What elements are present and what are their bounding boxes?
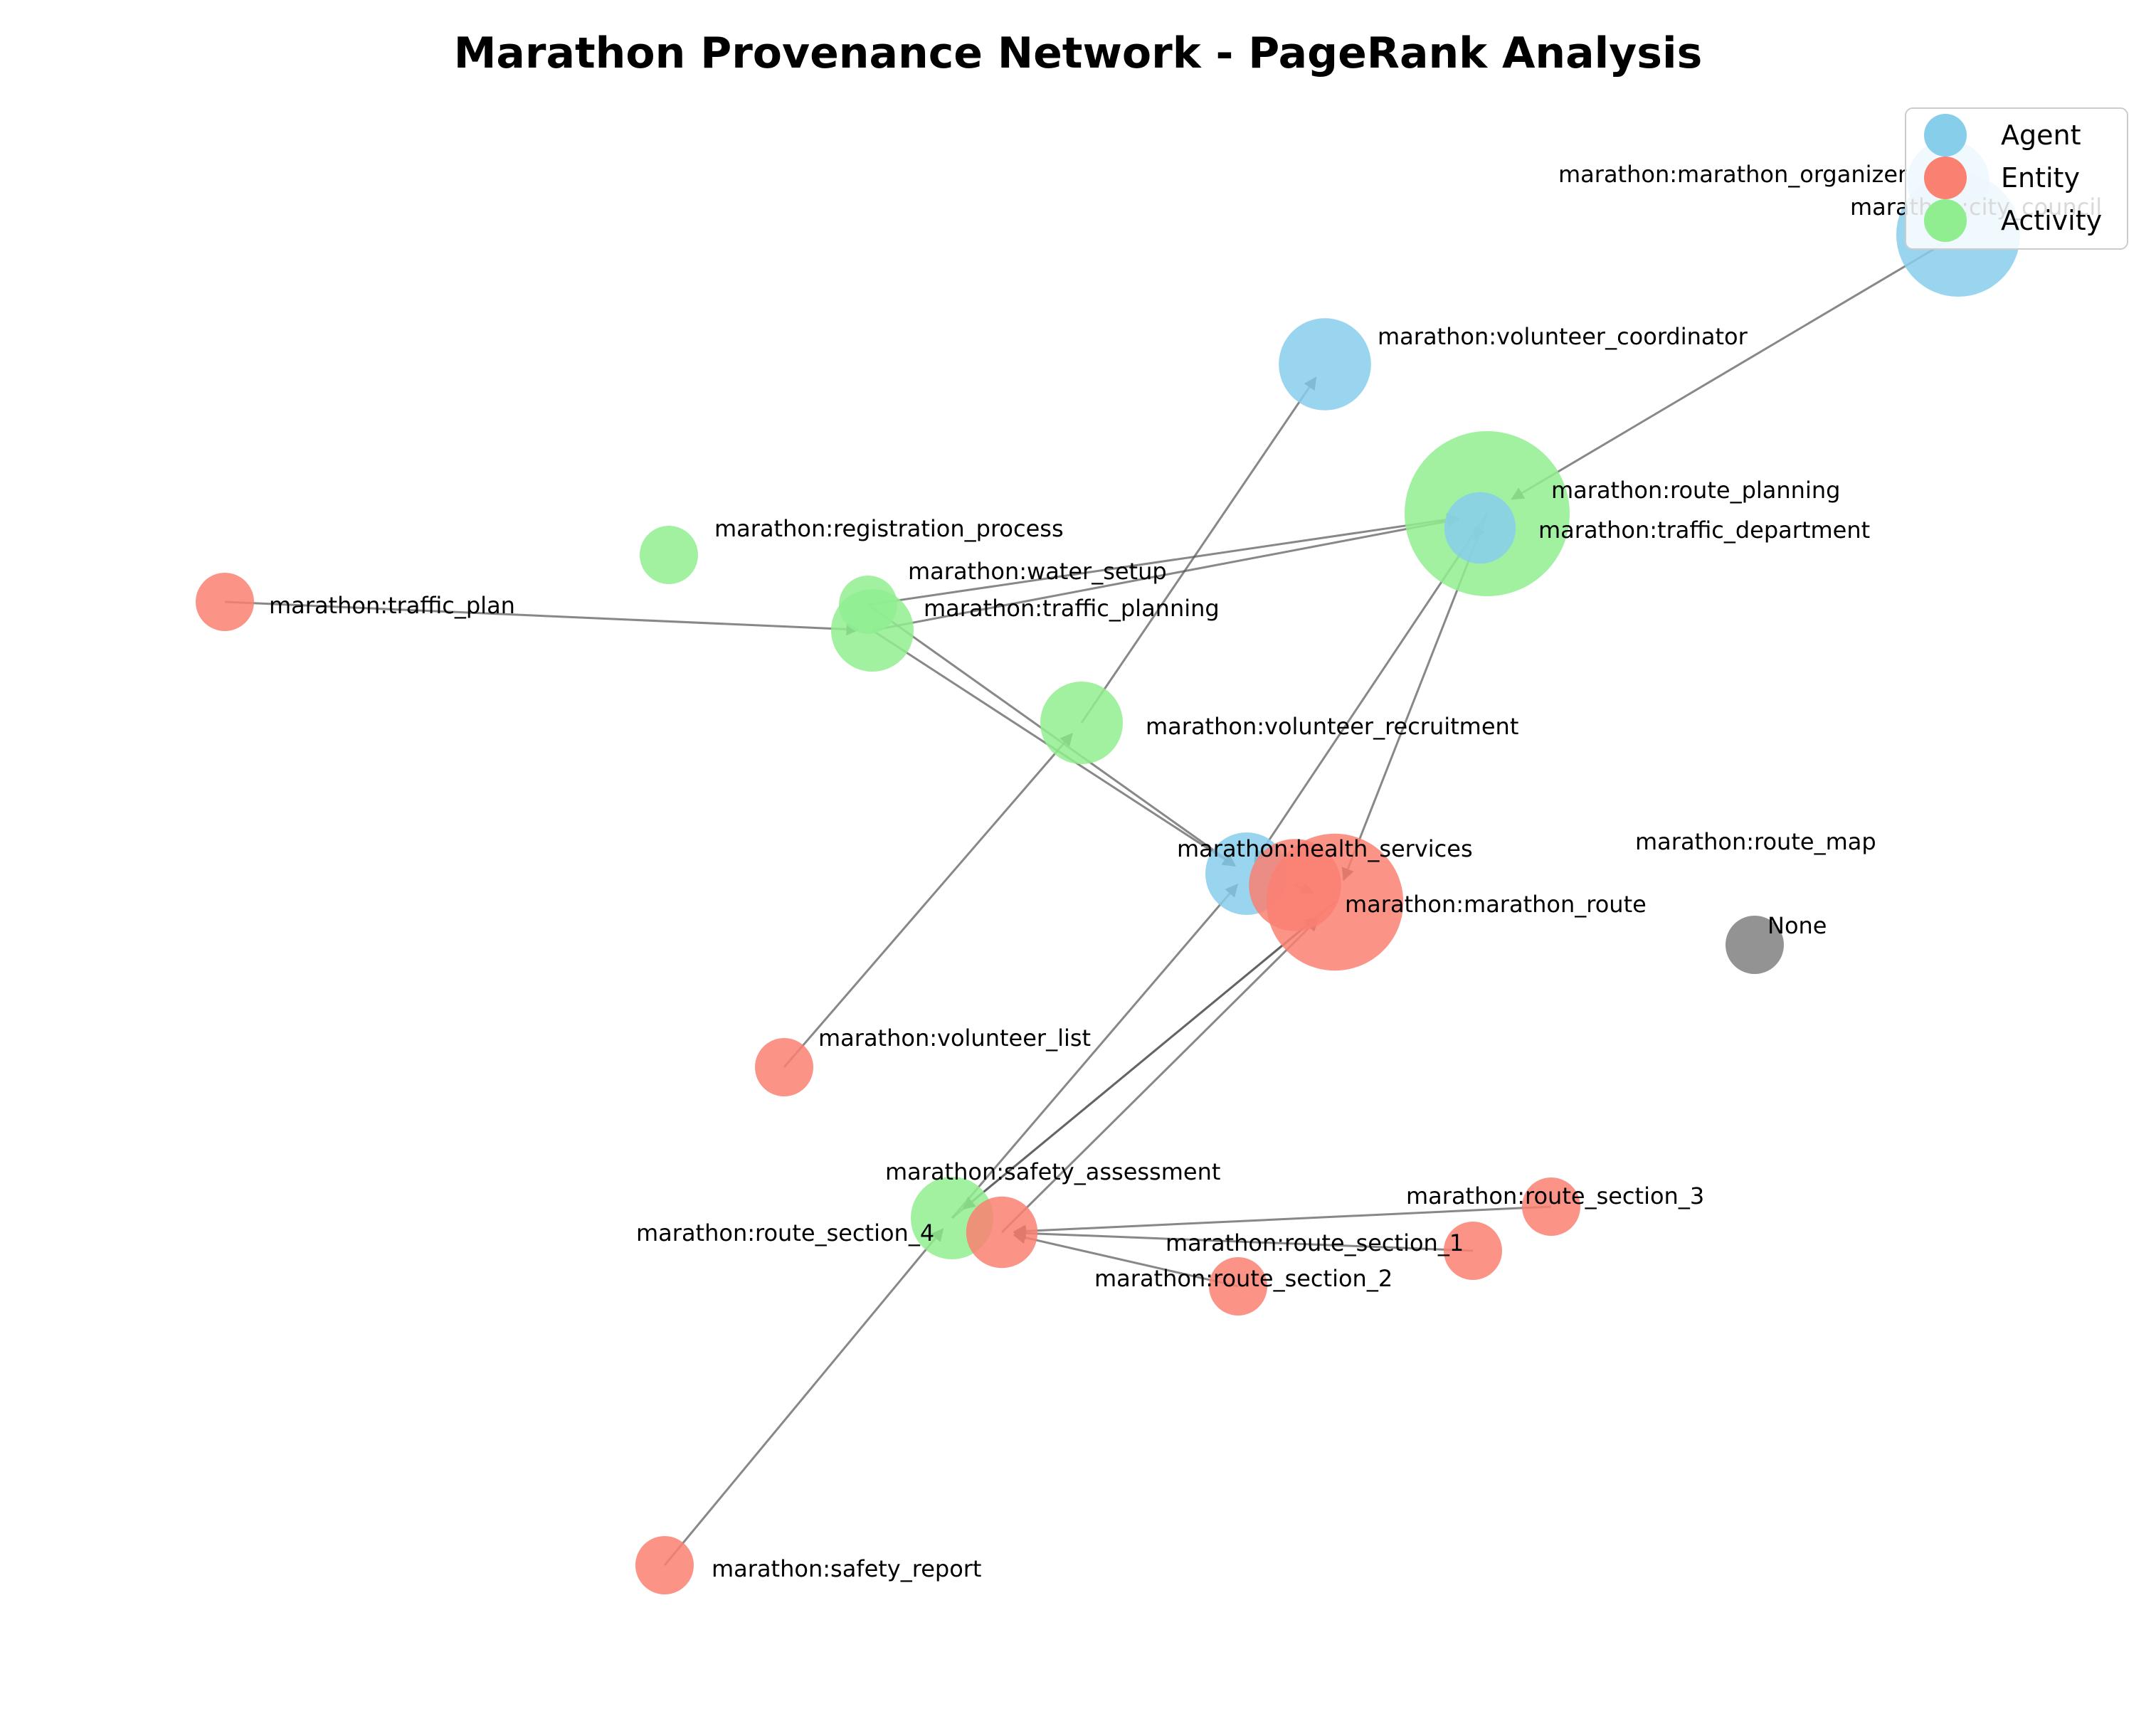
edge-route_section_3-to-route_section_4: [1013, 1205, 1552, 1238]
chart-title: Marathon Provenance Network - PageRank A…: [453, 28, 1703, 78]
edge-safety_assessment-to-health_services: [951, 884, 1238, 1219]
node-volunteer-recruitment[interactable]: [1040, 682, 1123, 764]
node-none[interactable]: [1726, 916, 1784, 974]
node-safety-report[interactable]: [635, 1536, 694, 1594]
node-label-traffic-department: marathon:traffic_department: [1538, 517, 1870, 544]
legend-label-entity: Entity: [2001, 162, 2080, 194]
node-route-section-1[interactable]: [1444, 1222, 1502, 1280]
legend-label-activity: Activity: [2001, 205, 2102, 236]
edge-safety_assessment-to-marathon_route: [951, 916, 1318, 1219]
edge-volunteer_list-to-volunteer_recruitment: [783, 733, 1073, 1068]
node-label-volunteer-list: marathon:volunteer_list: [818, 1025, 1091, 1052]
node-label-marathon-route: marathon:marathon_route: [1345, 891, 1647, 918]
node-label-route-section-4: marathon:route_section_4: [636, 1219, 934, 1246]
node-volunteer-list[interactable]: [755, 1038, 813, 1096]
node-label-marathon-organizer: marathon:marathon_organizer: [1558, 161, 1908, 188]
legend-label-agent: Agent: [2001, 120, 2081, 151]
node-label-health-services: marathon:health_services: [1177, 835, 1473, 862]
node-label-route-map: marathon:route_map: [1635, 828, 1876, 855]
node-label-traffic-plan: marathon:traffic_plan: [269, 592, 515, 619]
edge-water_setup-to-route_planning: [867, 513, 1460, 606]
edge-route_section_1-to-route_section_4: [1013, 1227, 1474, 1252]
node-route-section-2[interactable]: [1209, 1257, 1267, 1316]
legend-marker-activity: [1924, 199, 1967, 242]
node-traffic-department[interactable]: [1444, 492, 1516, 564]
node-label-route-section-1: marathon:route_section_1: [1166, 1229, 1464, 1256]
node-route-section-4[interactable]: [966, 1196, 1038, 1269]
edge-route_section_2-to-route_section_4: [1013, 1231, 1239, 1288]
edge-city_council-to-route_planning: [1511, 233, 1959, 500]
node-volunteer-coordinator[interactable]: [1279, 318, 1371, 411]
node-label-none: None: [1767, 912, 1827, 939]
node-label-traffic-planning: marathon:traffic_planning: [924, 595, 1220, 622]
edge-route_section_4-to-marathon_route: [1000, 918, 1319, 1234]
legend-marker-entity: [1924, 157, 1967, 199]
node-label-safety-report: marathon:safety_report: [712, 1555, 981, 1582]
node-layer: [196, 140, 2020, 1594]
node-label-route-section-3: marathon:route_section_3: [1406, 1182, 1704, 1209]
edge-safety_report-to-safety_assessment: [663, 1228, 944, 1566]
node-label-registration-process: marathon:registration_process: [714, 515, 1064, 542]
node-traffic-plan[interactable]: [196, 573, 254, 631]
label-layer: marathon:marathon_organizermarathon:city…: [269, 161, 2102, 1582]
legend-marker-agent: [1924, 114, 1967, 157]
node-label-route-planning: marathon:route_planning: [1551, 477, 1840, 504]
node-label-water-setup: marathon:water_setup: [908, 558, 1167, 585]
node-marathon-route[interactable]: [1266, 833, 1404, 971]
edge-layer: [224, 181, 1959, 1566]
edge-traffic_planning-to-route_planning: [872, 514, 1460, 632]
edge-volunteer_recruitment-to-volunteer_coordinator: [1080, 376, 1317, 724]
node-label-safety-assessment: marathon:safety_assessment: [885, 1158, 1220, 1185]
node-route-section-3[interactable]: [1522, 1177, 1580, 1236]
edge-traffic_plan-to-traffic_planning: [224, 600, 860, 636]
node-label-volunteer-recruitment: marathon:volunteer_recruitment: [1146, 713, 1518, 740]
node-registration-process[interactable]: [640, 526, 698, 584]
node-traffic-planning[interactable]: [831, 589, 914, 672]
node-label-route-section-2: marathon:route_section_2: [1094, 1265, 1393, 1292]
node-label-volunteer-coordinator: marathon:volunteer_coordinator: [1378, 323, 1748, 350]
